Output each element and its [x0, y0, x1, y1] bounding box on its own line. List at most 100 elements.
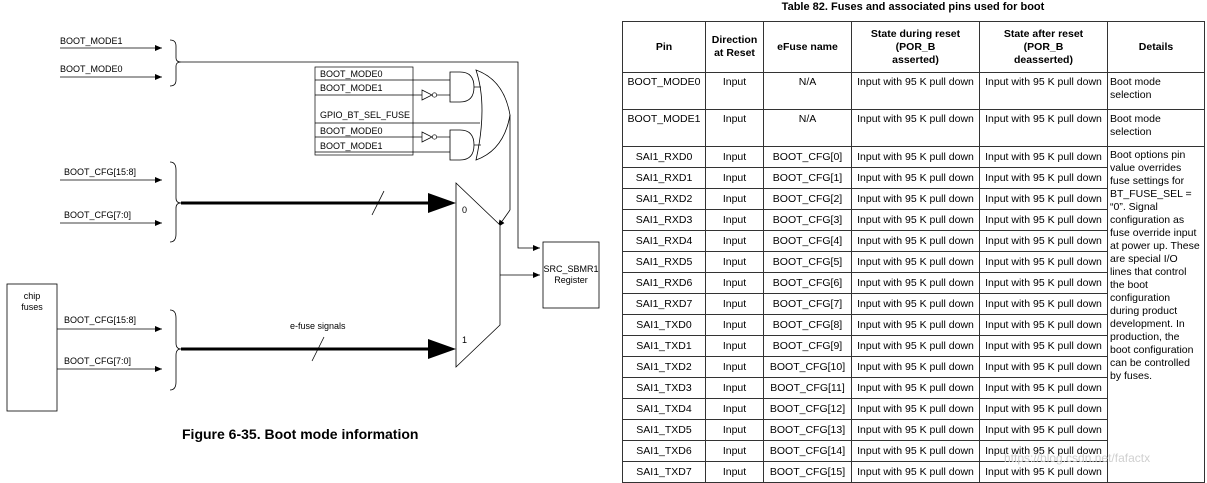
mux-input1-label: 1 — [462, 335, 467, 345]
bus-slash-0 — [371, 190, 385, 216]
cell-after: Input with 95 K pull down — [979, 272, 1108, 294]
cell-pin: SAI1_TXD0 — [622, 314, 706, 336]
gate1-input1-label: BOOT_MODE0 — [320, 69, 383, 79]
cell-direction: Input — [705, 314, 764, 336]
cell-efuse: BOOT_CFG[7] — [763, 293, 852, 315]
gate1-inverter-icon — [421, 89, 433, 101]
table-row: SAI1_TXD6 Input BOOT_CFG[14] Input with … — [622, 440, 1205, 462]
cell-pin: SAI1_RXD2 — [622, 188, 706, 210]
cell-pin: SAI1_TXD7 — [622, 461, 706, 483]
figure-caption: Figure 6-35. Boot mode information — [182, 426, 419, 442]
boot-mode-route-line — [181, 61, 540, 251]
cell-during: Input with 95 K pull down — [851, 398, 980, 420]
cell-pin: SAI1_TXD6 — [622, 440, 706, 462]
cell-pin: SAI1_TXD4 — [622, 398, 706, 420]
cell-during: Input with 95 K pull down — [851, 251, 980, 273]
cell-efuse: BOOT_CFG[10] — [763, 356, 852, 378]
gpio-fuse-label: GPIO_BT_SEL_FUSE — [320, 110, 410, 120]
cell-direction: Input — [705, 109, 764, 147]
cell-after: Input with 95 K pull down — [979, 146, 1108, 168]
cell-efuse: BOOT_CFG[15] — [763, 461, 852, 483]
cell-efuse: N/A — [763, 72, 852, 110]
boot-mode0-label: BOOT_MODE0 — [60, 64, 123, 74]
cell-efuse: BOOT_CFG[14] — [763, 440, 852, 462]
cell-during: Input with 95 K pull down — [851, 230, 980, 252]
cell-pin: SAI1_RXD3 — [622, 209, 706, 231]
cell-efuse: BOOT_CFG[4] — [763, 230, 852, 252]
cell-after: Input with 95 K pull down — [979, 314, 1108, 336]
header-details: Details — [1107, 21, 1205, 73]
gate1-inverter-bubble-icon — [431, 92, 438, 98]
cell-direction: Input — [705, 72, 764, 110]
cell-after: Input with 95 K pull down — [979, 167, 1108, 189]
gate2-inverter-bubble-icon — [431, 134, 438, 140]
cell-during: Input with 95 K pull down — [851, 461, 980, 483]
cell-pin: SAI1_TXD3 — [622, 377, 706, 399]
gate-group-box — [314, 66, 414, 156]
mux-input0-label: 0 — [462, 205, 467, 215]
boot-cfg-hi-2-label: BOOT_CFG[15:8] — [64, 315, 136, 325]
cell-direction: Input — [705, 419, 764, 441]
cell-during: Input with 95 K pull down — [851, 146, 980, 168]
boot-mode-diagram: BOOT_MODE1 BOOT_MODE0 BOOT_MODE0 BOOT_MO… — [6, 36, 600, 412]
table-row: BOOT_MODE1 Input N/A Input with 95 K pul… — [622, 109, 1205, 147]
cell-after: Input with 95 K pull down — [979, 230, 1108, 252]
cell-after: Input with 95 K pull down — [979, 356, 1108, 378]
cell-direction: Input — [705, 398, 764, 420]
bus-slash-1 — [311, 336, 325, 362]
mux-icon — [455, 182, 501, 368]
cell-pin: SAI1_RXD4 — [622, 230, 706, 252]
cell-direction: Input — [705, 167, 764, 189]
cell-direction: Input — [705, 377, 764, 399]
cell-pin: SAI1_RXD7 — [622, 293, 706, 315]
cell-direction: Input — [705, 251, 764, 273]
cell-efuse: BOOT_CFG[11] — [763, 377, 852, 399]
cell-pin: SAI1_RXD6 — [622, 272, 706, 294]
cell-during: Input with 95 K pull down — [851, 167, 980, 189]
cell-efuse: BOOT_CFG[6] — [763, 272, 852, 294]
boot-cfg-brace-1 — [169, 161, 182, 243]
cell-pin: SAI1_RXD5 — [622, 251, 706, 273]
mux-select-arrow — [497, 209, 511, 228]
efuse-signals-label: e-fuse signals — [290, 321, 346, 331]
cell-during: Input with 95 K pull down — [851, 72, 980, 110]
gate1-input2-label: BOOT_MODE1 — [320, 83, 383, 93]
watermark: https://blog.csdn.net/fafactx — [1004, 451, 1151, 465]
cell-direction: Input — [705, 230, 764, 252]
cell-after: Input with 95 K pull down — [979, 209, 1108, 231]
cell-efuse: N/A — [763, 109, 852, 147]
cell-after: Input with 95 K pull down — [979, 251, 1108, 273]
table-row: SAI1_RXD0 Input BOOT_CFG[0] Input with 9… — [622, 146, 1205, 483]
cell-direction: Input — [705, 146, 764, 168]
boot-mode1-label: BOOT_MODE1 — [60, 36, 123, 46]
cell-after: Input with 95 K pull down — [979, 293, 1108, 315]
cell-pin: SAI1_RXD1 — [622, 167, 706, 189]
and-gate-1-icon — [449, 71, 475, 103]
cell-direction: Input — [705, 188, 764, 210]
cell-after: Input with 95 K pull down — [979, 419, 1108, 441]
cell-direction: Input — [705, 461, 764, 483]
cell-direction: Input — [705, 272, 764, 294]
cell-during: Input with 95 K pull down — [851, 356, 980, 378]
boot-mode-brace — [169, 39, 182, 87]
cell-details: Boot mode selection — [1107, 72, 1205, 110]
cell-efuse: BOOT_CFG[8] — [763, 314, 852, 336]
cell-after: Input with 95 K pull down — [979, 109, 1108, 147]
boot-cfg-brace-2 — [169, 309, 182, 391]
table-row: SAI1_TXD3 Input BOOT_CFG[11] Input with … — [622, 377, 1205, 399]
table-row: SAI1_TXD1 Input BOOT_CFG[9] Input with 9… — [622, 335, 1205, 357]
cell-after: Input with 95 K pull down — [979, 72, 1108, 110]
cell-efuse: BOOT_CFG[5] — [763, 251, 852, 273]
cell-during: Input with 95 K pull down — [851, 419, 980, 441]
chip-fuses-box — [6, 283, 58, 412]
cell-direction: Input — [705, 440, 764, 462]
cell-during: Input with 95 K pull down — [851, 293, 980, 315]
table-row: SAI1_RXD4 Input BOOT_CFG[4] Input with 9… — [622, 230, 1205, 252]
register-label-line1: SRC_SBMR1 — [543, 264, 598, 274]
boot-cfg-lo-2-label: BOOT_CFG[7:0] — [64, 356, 131, 366]
cell-during: Input with 95 K pull down — [851, 314, 980, 336]
